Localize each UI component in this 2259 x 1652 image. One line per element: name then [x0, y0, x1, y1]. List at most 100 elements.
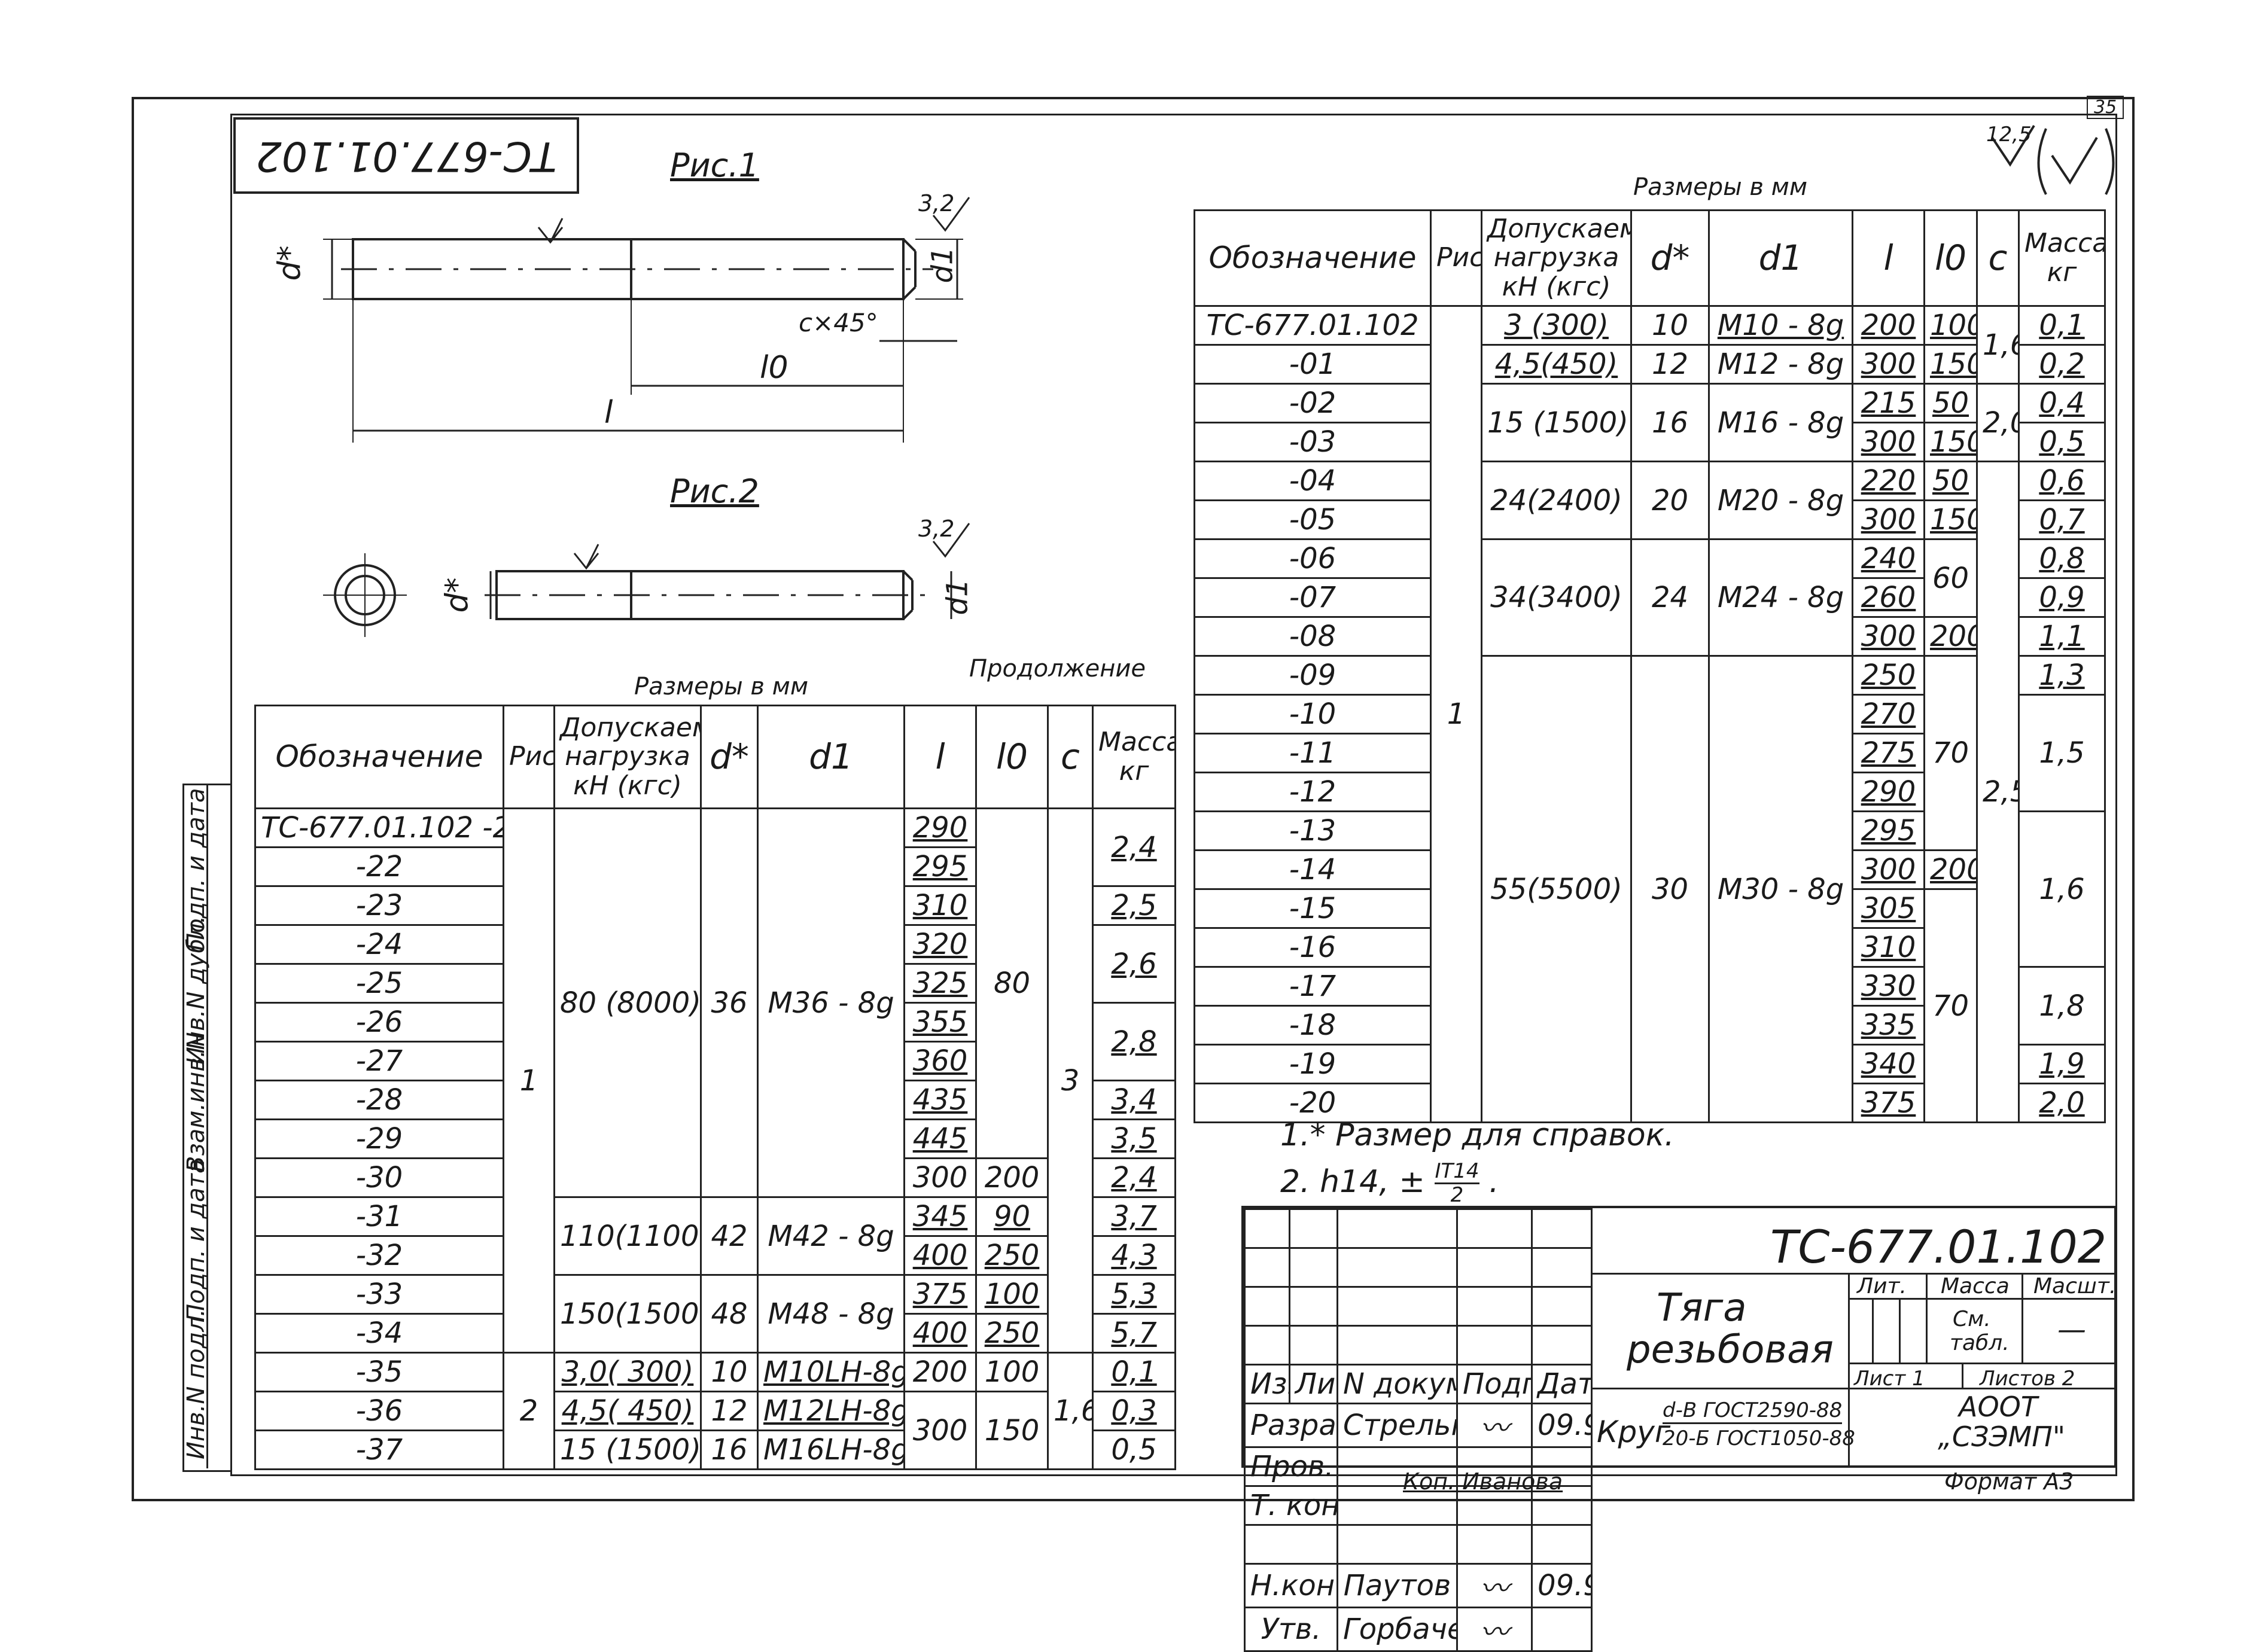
fig1-chamfer: с×45°: [799, 308, 878, 337]
mass-cell: 0,6: [2018, 461, 2106, 501]
col-c: c: [1976, 209, 2020, 307]
load-cell: 15 (1500): [1481, 383, 1632, 462]
c-cell: 2,5: [1976, 461, 2020, 1123]
l-cell: 260: [1852, 577, 1925, 618]
d1-cell: М16LН-8g: [757, 1430, 905, 1470]
col-l: l: [1852, 209, 1925, 307]
tb-vline-4: [2021, 1273, 2023, 1363]
table-row: -12: [1194, 772, 1432, 812]
l-cell: 375: [1852, 1083, 1925, 1123]
inner-frame: [230, 114, 2117, 1476]
sheet-label: Лист 1: [1854, 1367, 1925, 1391]
lit-label: Лит.: [1857, 1274, 1907, 1299]
l-cell: 355: [903, 1002, 977, 1043]
l-cell: 360: [903, 1041, 977, 1081]
l0-cell: 150: [1923, 499, 1978, 540]
material-word: Круг: [1597, 1415, 1671, 1449]
d-cell: 10: [700, 1352, 759, 1392]
l-cell: 345: [903, 1196, 977, 1237]
tb-hline-4: [1848, 1363, 2114, 1364]
tb-vline-1: [1591, 1208, 1593, 1465]
fig2-d-star: d*: [439, 577, 476, 613]
razrab-date: 09.95: [1531, 1403, 1593, 1448]
mass-cell: 2,5: [1092, 885, 1176, 926]
l-cell: 270: [1852, 694, 1925, 734]
scale-value: —: [2057, 1313, 2086, 1346]
utv-label: Утв.: [1244, 1607, 1338, 1652]
d1-cell: М12LН-8g: [757, 1391, 905, 1431]
l-cell: 200: [903, 1352, 977, 1392]
l-cell: 200: [1852, 305, 1925, 346]
l-cell: 305: [1852, 888, 1925, 929]
col-designation: Обозначение: [1194, 209, 1432, 307]
load-cell: 4,5(450): [1481, 344, 1632, 385]
fig1-l0: l0: [760, 350, 788, 386]
revision-grid: Изм. Лист N докум. Подп. Дата Разраб. Ст…: [1244, 1208, 1593, 1652]
table-row: -04: [1194, 461, 1432, 501]
l0-cell: 100: [975, 1352, 1049, 1392]
col-l: l: [903, 705, 977, 809]
fig-cell: 1: [503, 807, 555, 1354]
l-cell: 300: [903, 1157, 977, 1198]
nkontr-name: Паутов: [1336, 1563, 1458, 1608]
mass-cell: 4,3: [1092, 1235, 1176, 1276]
d-cell: 10: [1630, 305, 1710, 346]
l0-cell: 60: [1923, 538, 1978, 618]
col-designation: Обозначение: [254, 705, 504, 809]
nkontr-sign: 〰: [1456, 1563, 1533, 1608]
l-cell: 290: [1852, 772, 1925, 812]
table-row: -13: [1194, 810, 1432, 851]
table-row: -11: [1194, 733, 1432, 773]
fig1-roughness: 3,2: [918, 190, 955, 217]
d-cell: 36: [700, 807, 759, 1198]
l0-cell: 90: [975, 1196, 1049, 1237]
note-2-numerator: IT14: [1435, 1160, 1479, 1185]
d1-cell: М10LН-8g: [757, 1352, 905, 1392]
col-d1: d1: [1708, 209, 1853, 307]
mass-cell: 0,1: [2018, 305, 2106, 346]
left-spec-table: Обозначение Рис. Допускаемая нагрузка кН…: [254, 705, 1176, 1470]
l-cell: 335: [1852, 1005, 1925, 1046]
l-cell: 375: [903, 1274, 977, 1315]
rev-ndoc: N докум.: [1336, 1364, 1458, 1404]
material-bottom: 20-Б ГОСТ1050-88: [1663, 1427, 1855, 1450]
fig2-d1: d1: [940, 578, 975, 615]
fig1-d-star: d*: [272, 245, 308, 281]
drawing-code: ТС-677.01.102: [1770, 1220, 2107, 1273]
d1-cell: М10 - 8g: [1708, 305, 1853, 346]
mass-label: Масса: [1941, 1274, 2010, 1299]
l-cell: 300: [1852, 849, 1925, 890]
table-row: -14: [1194, 849, 1432, 890]
left-sizes-caption: Размеры в мм: [634, 673, 809, 700]
load-cell: 15 (1500): [553, 1430, 702, 1470]
load-cell: 3,0( 300): [553, 1352, 702, 1392]
material-top: d-В ГОСТ2590-88: [1663, 1398, 1843, 1424]
l-cell: 325: [903, 963, 977, 1004]
table-row: -20: [1194, 1083, 1432, 1123]
outer-frame: [132, 97, 2135, 1501]
table-row: -33: [254, 1274, 504, 1315]
scale-label: Масшт.: [2033, 1274, 2117, 1299]
d1-cell: М12 - 8g: [1708, 344, 1853, 385]
right-sizes-caption: Размеры в мм: [1633, 173, 1808, 201]
table-row: ТС-677.01.102 -21: [254, 807, 504, 848]
prov-label: Пров.: [1244, 1446, 1338, 1487]
fig2-label: Рис.2: [670, 473, 759, 510]
see-table-1: См.: [1953, 1307, 1991, 1331]
mass-cell: 1,3: [2018, 655, 2106, 696]
l0-cell: 80: [975, 807, 1049, 1159]
col-mass: Масса, кг: [1092, 705, 1176, 809]
table-row: -02: [1194, 383, 1432, 423]
d1-cell: М20 - 8g: [1708, 461, 1853, 540]
mass-cell: 1,8: [2018, 966, 2106, 1046]
mass-cell: 2,4: [1092, 807, 1176, 887]
rotated-code-stamp: ТС-677.01.102: [233, 117, 579, 194]
razrab-name: Стрельников: [1336, 1403, 1458, 1448]
fig1-label: Рис.1: [670, 147, 759, 184]
c-cell: 2,0: [1976, 383, 2020, 462]
side-inv-podl: Инв.N подл.: [182, 1309, 210, 1459]
l-cell: 300: [1852, 616, 1925, 657]
table-row: -31: [254, 1196, 504, 1237]
col-mass: Масса, кг: [2018, 209, 2106, 307]
sheets-label: Листов 2: [1980, 1367, 2075, 1391]
